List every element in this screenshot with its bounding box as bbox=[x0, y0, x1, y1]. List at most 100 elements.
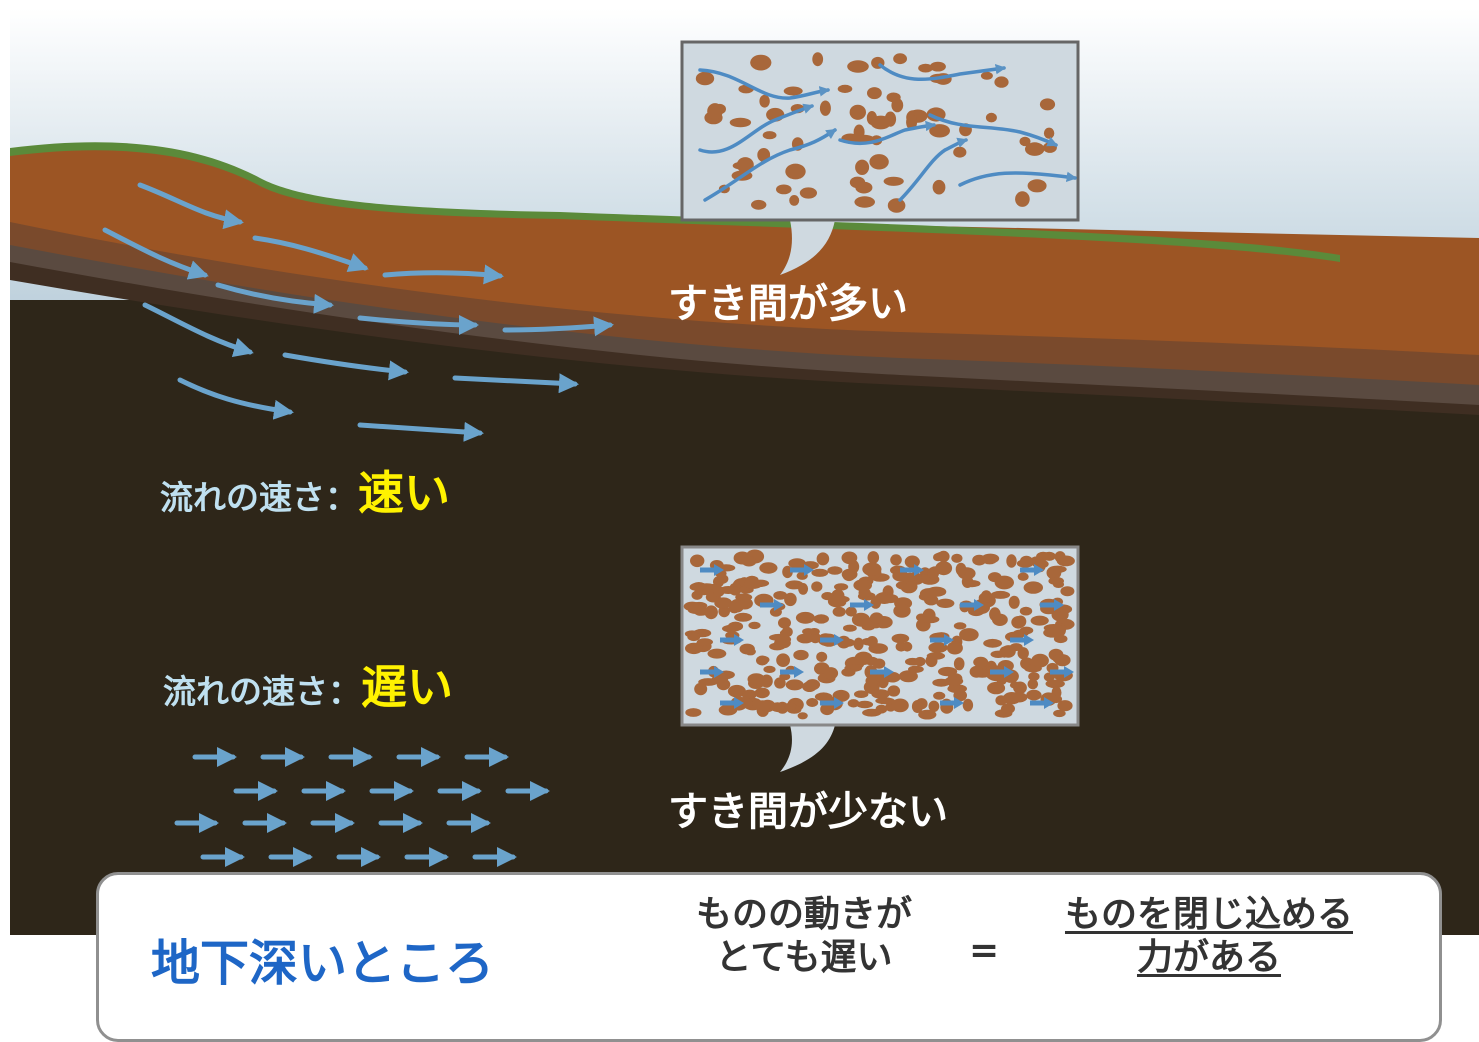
soil-grain bbox=[890, 554, 902, 566]
soil-grain bbox=[774, 677, 786, 689]
soil-grain bbox=[805, 679, 821, 691]
soil-grain bbox=[887, 198, 906, 213]
soil-grain bbox=[914, 656, 926, 667]
curved-arrow-icon bbox=[142, 302, 254, 357]
soil-grain bbox=[741, 556, 757, 567]
soil-grain bbox=[891, 698, 909, 713]
short-arrow-head bbox=[954, 697, 964, 709]
soil-grain bbox=[1008, 595, 1020, 609]
soil-grain bbox=[1017, 572, 1029, 581]
soil-grain bbox=[1010, 692, 1028, 703]
soil-grain bbox=[796, 633, 814, 644]
soil-grain bbox=[1025, 142, 1045, 156]
winding-arrow-icon bbox=[698, 68, 831, 100]
confine-line-2: 力がある bbox=[1136, 937, 1281, 979]
winding-arrow-icon bbox=[958, 171, 1078, 187]
soil-grain bbox=[902, 641, 913, 652]
short-arrow-head bbox=[914, 564, 924, 576]
short-arrow-head bbox=[1054, 599, 1064, 611]
soil-grain bbox=[776, 184, 792, 195]
soil-grain bbox=[883, 176, 904, 186]
winding-arrow-icon bbox=[928, 113, 1058, 147]
speed-prefix: 流れの速さ： bbox=[163, 672, 361, 711]
soil-grain bbox=[886, 92, 901, 103]
soil-grain bbox=[718, 704, 738, 716]
soil-grain bbox=[926, 652, 946, 660]
soil-grain bbox=[875, 704, 888, 714]
soil-grain bbox=[816, 651, 828, 663]
soil-grain bbox=[727, 621, 744, 632]
soil-grain bbox=[814, 692, 833, 702]
fast-speed-label: 流れの速さ：速い bbox=[160, 470, 450, 516]
soil-grain bbox=[1019, 606, 1033, 616]
soil-grain bbox=[811, 568, 829, 577]
soil-grain bbox=[928, 700, 940, 712]
curved-arrow-icon bbox=[357, 421, 484, 442]
winding-arrow-icon bbox=[898, 137, 968, 202]
small-gaps-inset bbox=[680, 545, 1080, 772]
soil-grain bbox=[946, 641, 963, 655]
short-arrow-head bbox=[1034, 564, 1044, 576]
soil-grain bbox=[963, 580, 981, 588]
soil-grain bbox=[816, 552, 830, 566]
soil-grain bbox=[759, 94, 770, 108]
soil-grain bbox=[932, 179, 946, 195]
winding-arrow-icon bbox=[698, 103, 814, 154]
soil-grain bbox=[1026, 689, 1042, 701]
soil-grain bbox=[820, 703, 834, 716]
curved-arrow-icon bbox=[177, 377, 294, 420]
soil-grain bbox=[1048, 576, 1064, 586]
soil-grain bbox=[871, 689, 890, 699]
soil-grain bbox=[920, 588, 939, 598]
slow-speed-value: 遅い bbox=[361, 660, 453, 714]
short-arrow-head bbox=[1004, 666, 1014, 678]
soil-grain bbox=[1045, 679, 1065, 689]
soil-grain bbox=[935, 561, 953, 576]
winding-arrow-icon bbox=[838, 120, 937, 146]
summary-panel: 地下深いところ ものの動きが とても遅い = ものを閉じ込める 力がある bbox=[96, 872, 1442, 1042]
short-arrow-head bbox=[1024, 634, 1034, 646]
soil-grain bbox=[1057, 700, 1073, 712]
soil-grains-sparse bbox=[695, 52, 1057, 213]
soil-grain bbox=[711, 675, 729, 683]
soil-grain bbox=[813, 614, 829, 624]
soil-grain bbox=[1017, 647, 1029, 660]
curved-arrow-icon bbox=[382, 264, 504, 285]
soil-grain bbox=[845, 606, 857, 617]
soil-grain bbox=[808, 628, 820, 635]
soil-grain bbox=[785, 163, 806, 180]
soil-grain bbox=[855, 159, 870, 175]
soil-grain bbox=[1015, 191, 1030, 207]
short-arrow-head bbox=[804, 564, 814, 576]
soil-grain bbox=[1056, 555, 1075, 567]
soil-grain bbox=[854, 651, 873, 665]
short-arrow-head bbox=[834, 634, 844, 646]
short-arrow-head bbox=[864, 599, 874, 611]
soil-grain bbox=[869, 154, 889, 170]
soil-grain bbox=[823, 667, 839, 680]
large-gaps-inset bbox=[680, 40, 1080, 275]
soil-grain bbox=[911, 700, 924, 713]
soil-grain bbox=[1028, 672, 1040, 681]
soil-grain bbox=[932, 678, 951, 687]
movement-line-1: ものの動きが bbox=[695, 894, 912, 935]
curved-arrow-icon bbox=[215, 282, 334, 314]
soil-grain bbox=[806, 698, 819, 707]
soil-grain bbox=[1043, 127, 1055, 139]
soil-grain bbox=[694, 682, 708, 696]
soil-grain bbox=[862, 562, 882, 576]
soil-grain bbox=[1019, 136, 1031, 147]
soil-grain bbox=[690, 554, 705, 568]
soil-grain bbox=[841, 668, 856, 677]
soil-grain bbox=[756, 655, 769, 666]
soil-grain bbox=[687, 632, 701, 642]
soil-grain bbox=[1053, 709, 1066, 718]
confinement-text: ものを閉じ込める 力がある bbox=[1009, 893, 1409, 979]
soil-grain bbox=[812, 52, 824, 67]
short-flow-arrows bbox=[700, 564, 1074, 709]
soil-grain bbox=[714, 597, 733, 609]
short-arrow-head bbox=[974, 599, 984, 611]
soil-grain bbox=[887, 685, 901, 697]
soil-grain bbox=[934, 551, 950, 562]
soil-grain bbox=[995, 695, 1007, 706]
